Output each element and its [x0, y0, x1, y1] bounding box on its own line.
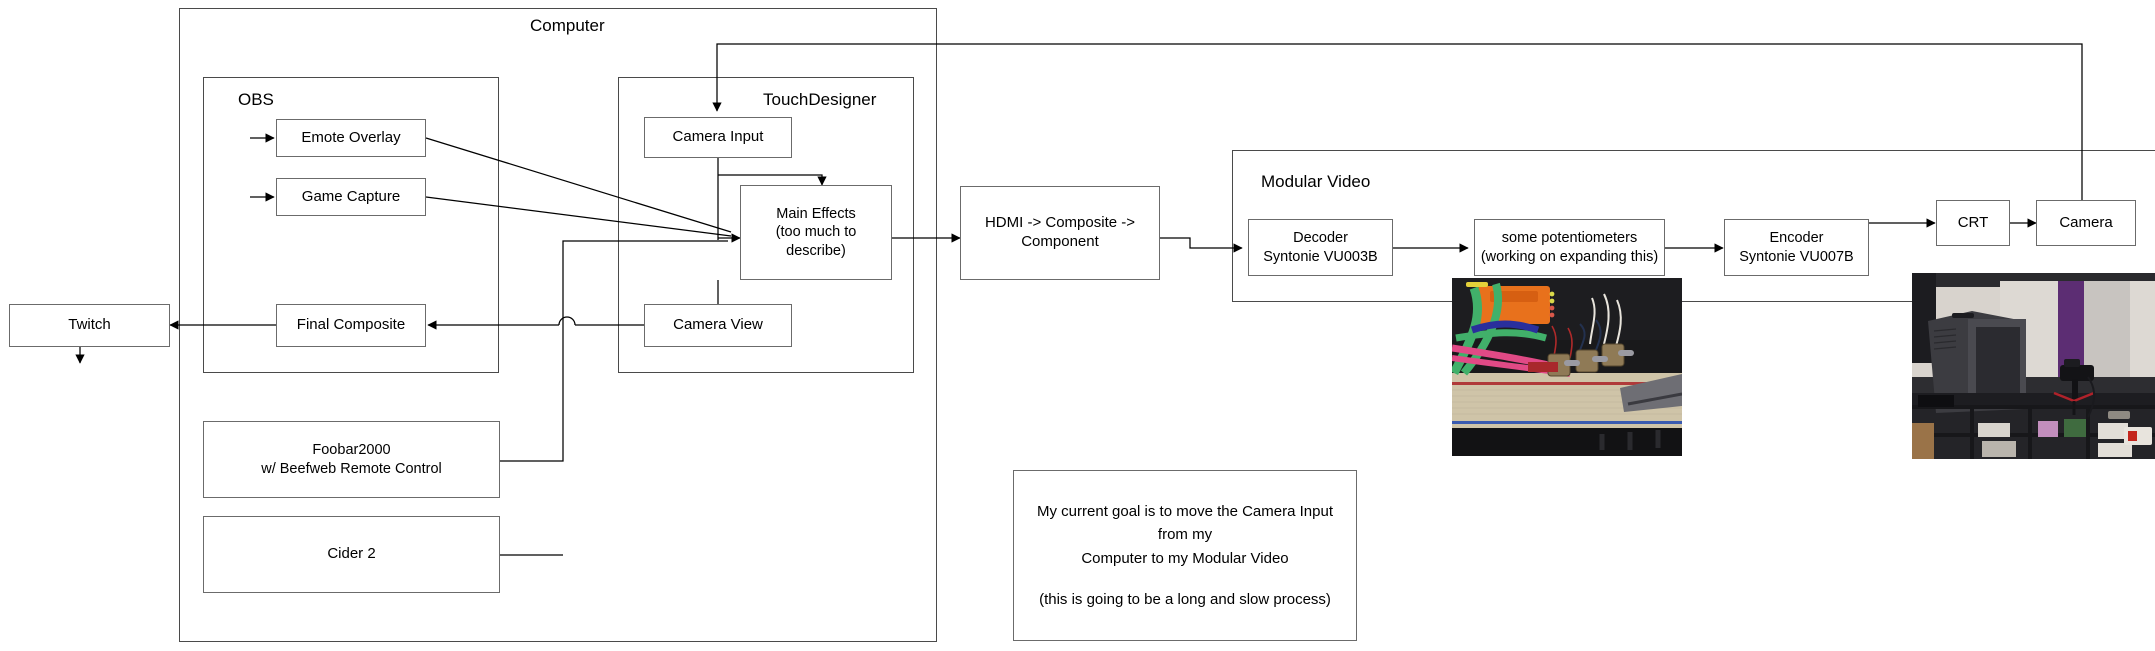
node-foobar2000-line2: w/ Beefweb Remote Control	[261, 460, 442, 477]
node-encoder[interactable]: Encoder Syntonie VU007B	[1724, 219, 1869, 276]
goal-note-line1: My current goal is to move the Camera In…	[1037, 503, 1333, 544]
node-crt[interactable]: CRT	[1936, 200, 2010, 246]
group-touchdesigner	[618, 77, 914, 373]
node-emote-overlay[interactable]: Emote Overlay	[276, 119, 426, 157]
goal-note-spacer	[1030, 570, 1340, 588]
node-game-capture[interactable]: Game Capture	[276, 178, 426, 216]
group-obs-label: OBS	[238, 90, 274, 109]
node-camera-input[interactable]: Camera Input	[644, 117, 792, 158]
node-cider2[interactable]: Cider 2	[203, 516, 500, 593]
node-potentiometers-line1: some potentiometers	[1501, 230, 1638, 247]
node-main-effects-line2: (too much to describe)	[775, 224, 857, 259]
node-twitch[interactable]: Twitch	[9, 304, 170, 347]
group-modular-video	[1232, 150, 2155, 302]
node-decoder-line1: Decoder	[1293, 230, 1348, 247]
node-decoder-line2: Syntonie VU003B	[1263, 248, 1378, 265]
breadboard-potentiometers-photo	[1452, 278, 1682, 456]
goal-note-line2: Computer to my Modular Video	[1081, 549, 1289, 567]
group-computer-label: Computer	[530, 16, 605, 35]
node-decoder[interactable]: Decoder Syntonie VU003B	[1248, 219, 1393, 276]
node-main-effects[interactable]: Main Effects (too much to describe)	[740, 185, 892, 280]
group-obs	[203, 77, 499, 373]
goal-note-line3: (this is going to be a long and slow pro…	[1039, 590, 1331, 608]
node-main-effects-line1: Main Effects	[776, 206, 856, 223]
node-camera[interactable]: Camera	[2036, 200, 2136, 246]
node-final-composite[interactable]: Final Composite	[276, 304, 426, 347]
group-modular-video-label: Modular Video	[1261, 172, 1371, 191]
node-hdmi-chain[interactable]: HDMI -> Composite -> Component	[960, 186, 1160, 280]
node-potentiometers[interactable]: some potentiometers (working on expandin…	[1474, 219, 1665, 276]
node-encoder-line2: Syntonie VU007B	[1739, 248, 1854, 265]
node-potentiometers-line2: (working on expanding this)	[1480, 248, 1659, 265]
group-touchdesigner-label: TouchDesigner	[763, 90, 877, 109]
node-foobar2000-line1: Foobar2000	[312, 442, 391, 459]
node-camera-view[interactable]: Camera View	[644, 304, 792, 347]
crt-and-camera-setup-photo	[1912, 273, 2155, 459]
goal-note-box: My current goal is to move the Camera In…	[1013, 470, 1357, 641]
node-encoder-line1: Encoder	[1769, 230, 1824, 247]
node-foobar2000[interactable]: Foobar2000 w/ Beefweb Remote Control	[203, 421, 500, 498]
